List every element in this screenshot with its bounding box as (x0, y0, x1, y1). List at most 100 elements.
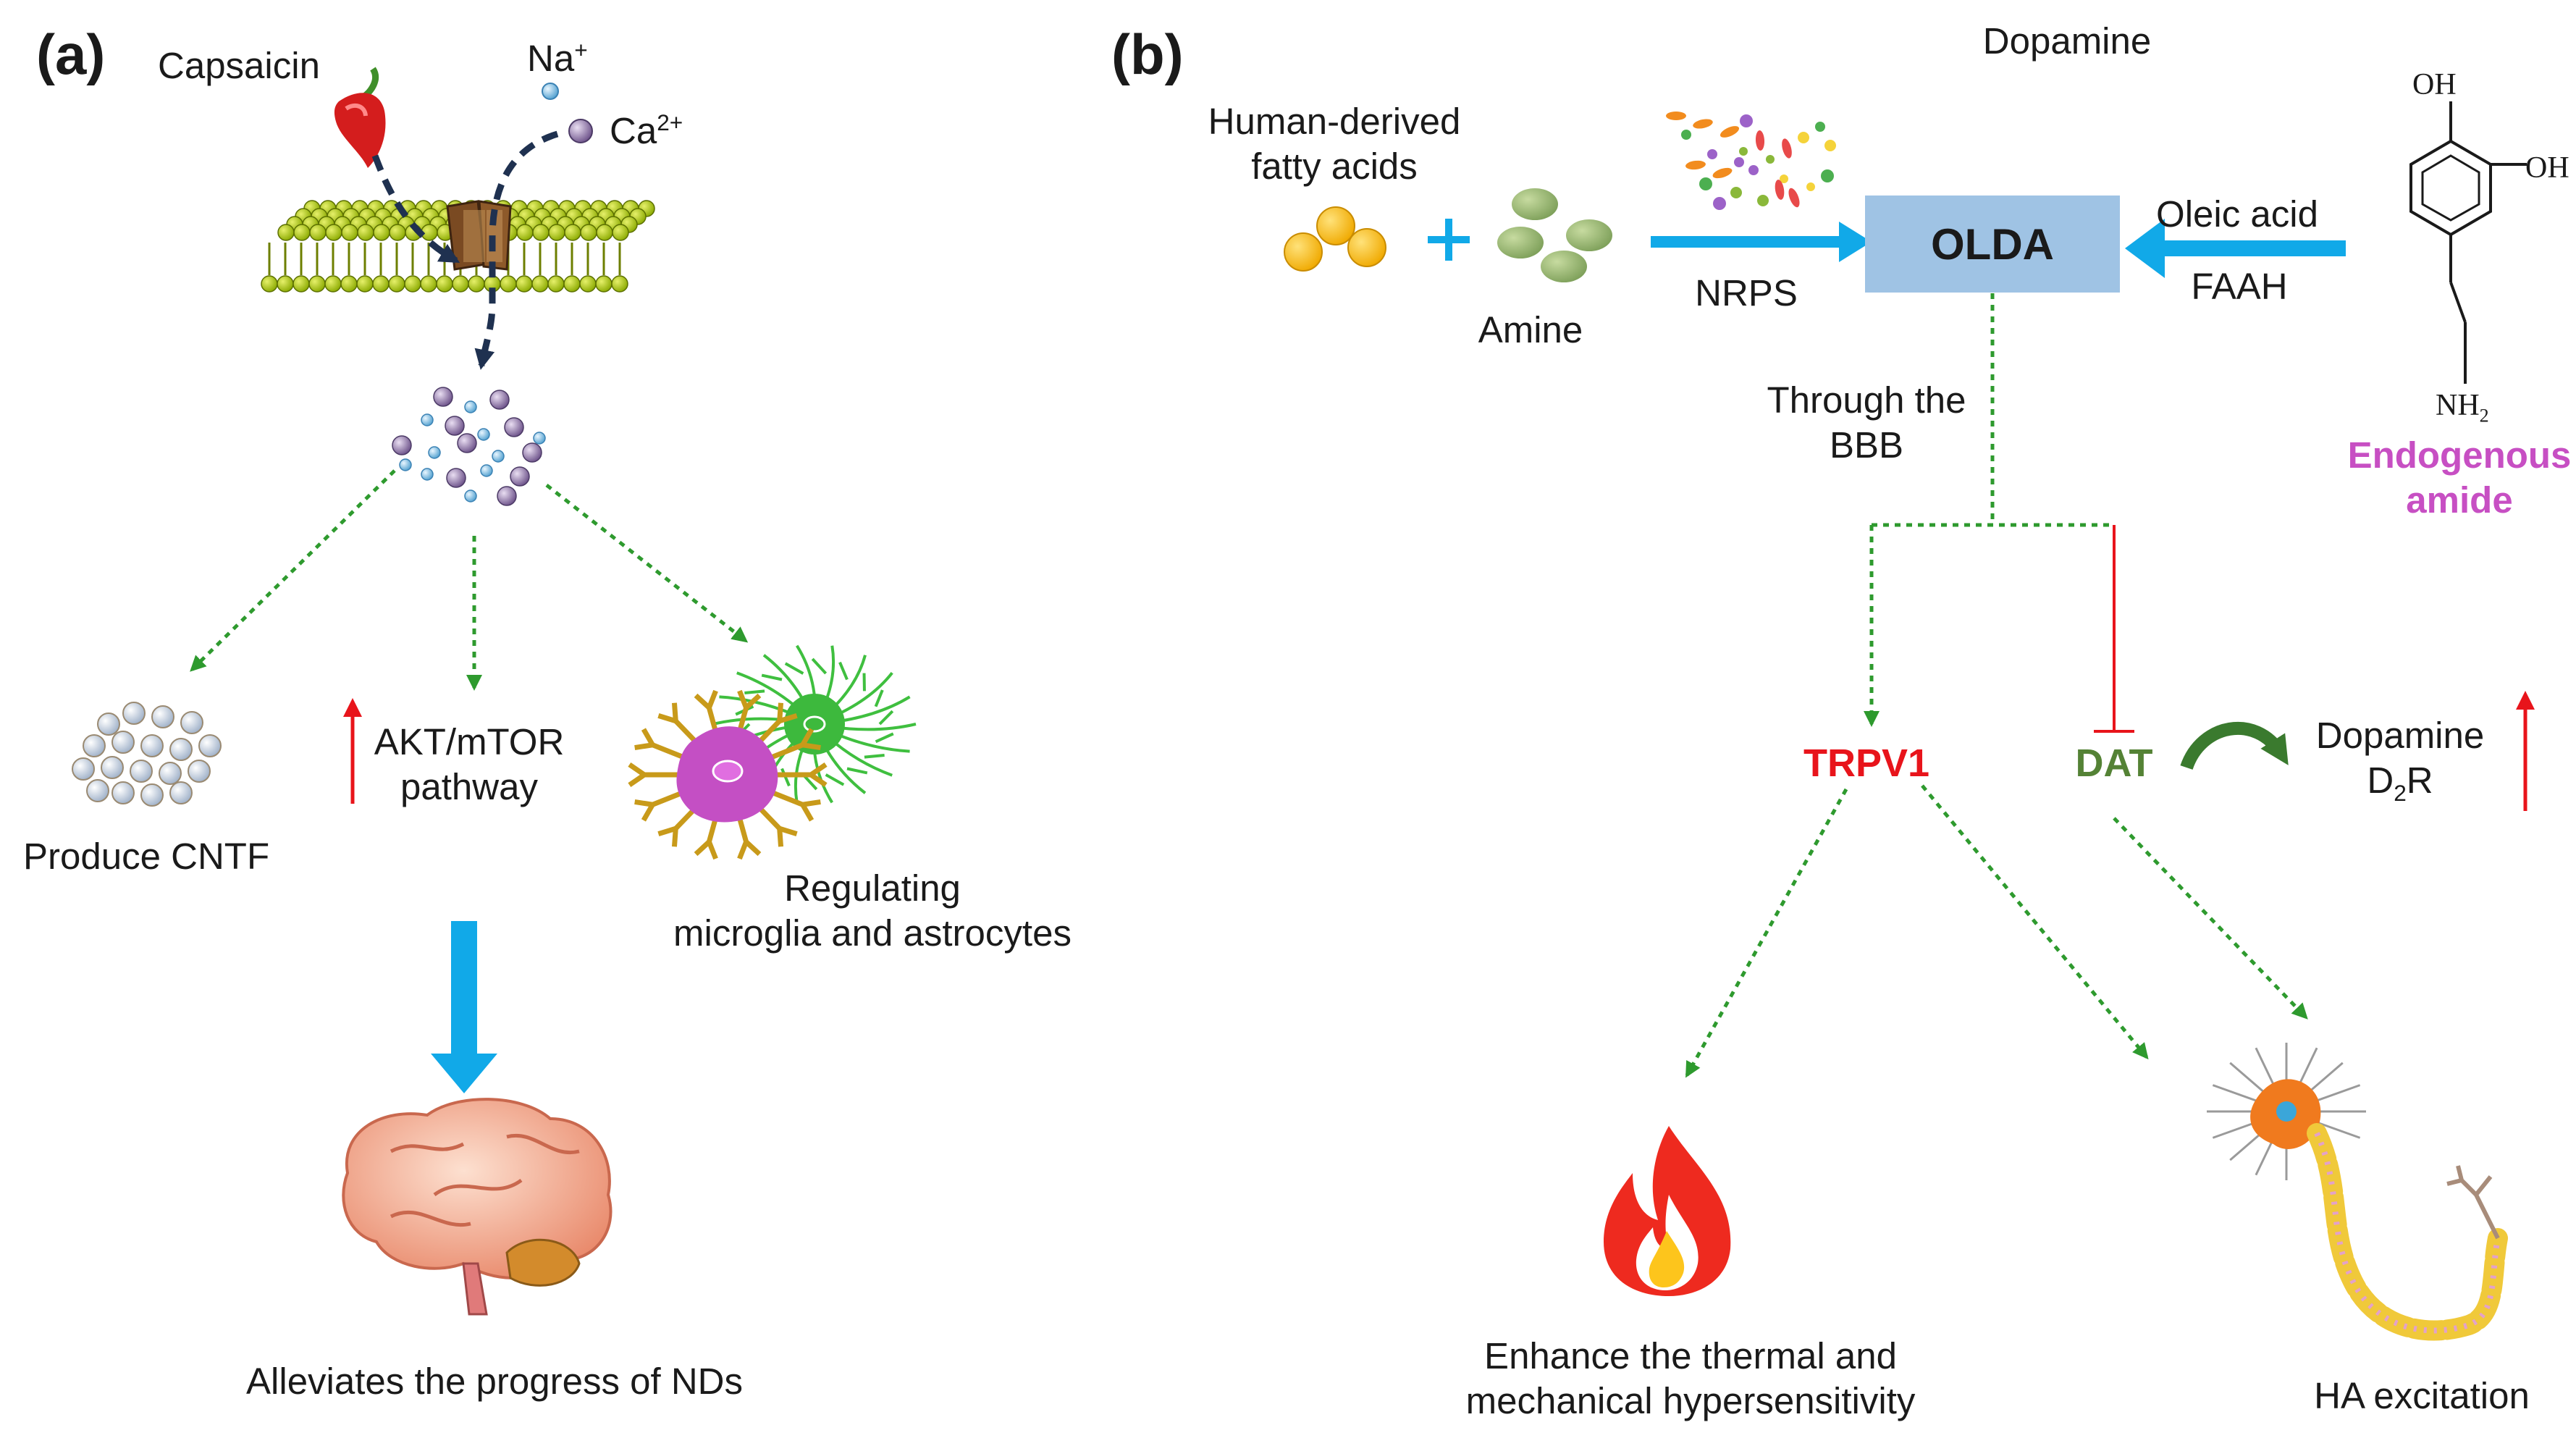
lipid-head (500, 275, 517, 293)
lipid-head (516, 224, 534, 241)
d2r-r: R (2406, 760, 2433, 802)
microglia-branch (641, 803, 655, 822)
ion-influx-arrows (371, 130, 559, 370)
microglia-branch (671, 702, 678, 721)
microbe (1815, 122, 1825, 132)
astrocyte-branch (838, 661, 849, 681)
cntf-granule (83, 734, 106, 757)
astrocyte-branch (846, 767, 868, 775)
glia-label: Regulating microglia and astrocytes (673, 866, 1072, 956)
lipid-head (468, 275, 485, 293)
panel-a-label: (a) (36, 22, 106, 86)
cntf-granule (159, 762, 182, 785)
amine-blobs-icon (1497, 188, 1612, 282)
calcium-symbol: Ca (610, 110, 657, 151)
capsaicin-label: Capsaicin (158, 45, 320, 86)
microbe (1740, 114, 1753, 127)
nh2-label: NH2 (2436, 387, 2489, 427)
endogenous-amide-label: Endogenous amide (2348, 433, 2572, 523)
oh-label-2: OH (2525, 151, 2569, 185)
calcium-ion (489, 390, 510, 410)
microbe (1748, 165, 1759, 175)
microbe (1766, 155, 1775, 164)
lipid-head (404, 275, 421, 293)
cntf-granule (140, 734, 164, 757)
fatty-acids-label: Human-derived fatty acids (1208, 99, 1461, 189)
akt-label: AKT/mTOR pathway (374, 720, 565, 810)
lipid-head (452, 275, 469, 293)
ion-cluster (392, 387, 546, 506)
akt-line-1: AKT/mTOR (374, 721, 565, 762)
cntf-label: Produce CNTF (23, 836, 270, 877)
thermal-label: Enhance the thermal and mechanical hyper… (1466, 1334, 1916, 1424)
calcium-ion (504, 417, 524, 437)
d2r-label: Dopamine D2R (2316, 713, 2484, 807)
microbe (1699, 177, 1712, 190)
brain-icon (342, 1098, 613, 1316)
sodium-ion (399, 458, 412, 471)
calcium-ion (510, 466, 530, 487)
cntf-granule (101, 756, 124, 779)
fire-icon (1604, 1126, 1731, 1296)
lipid-head (436, 275, 453, 293)
microbe (1775, 180, 1785, 200)
lipid-head (261, 275, 278, 293)
microbe (1707, 149, 1717, 159)
microglia-branch (777, 828, 784, 847)
nh2-subscript: 2 (2479, 405, 2489, 426)
astrocyte-branch (761, 673, 783, 681)
faah-arrow (2125, 219, 2346, 278)
olda-label: OLDA (1931, 219, 2054, 269)
signal-arrows-a (190, 469, 749, 691)
microbes-icon (1666, 112, 1836, 210)
sodium-symbol: Na (527, 38, 575, 79)
cntf-granule (97, 713, 120, 736)
microglia-branch (778, 713, 798, 724)
cntf-granule (122, 702, 146, 725)
calcium-ion (457, 433, 477, 453)
faah-label: FAAH (2191, 266, 2288, 307)
glia-cells-icon (628, 644, 917, 860)
dat-curved-arrow (2180, 722, 2289, 770)
nrps-label: NRPS (1695, 272, 1798, 314)
cntf-granule (169, 738, 193, 761)
endo-line-2: amide (2406, 479, 2513, 521)
microglia-branch (707, 841, 718, 860)
nh2-symbol: NH (2436, 389, 2480, 422)
microglia-branch (707, 689, 718, 709)
d2r-line-2: D2R (2316, 758, 2484, 807)
lipid-head (388, 275, 405, 293)
sodium-ion (421, 413, 434, 426)
endo-line-1: Endogenous (2347, 434, 2572, 476)
microbe (1685, 160, 1706, 170)
microbe (1712, 167, 1733, 179)
oh-label-1: OH (2412, 68, 2457, 101)
lipid-head (389, 224, 406, 241)
lipid-head (532, 224, 550, 241)
microbe (1821, 169, 1834, 182)
lipid-head (579, 275, 597, 293)
amine-label: Amine (1478, 309, 1583, 350)
microbe (1798, 132, 1809, 143)
sodium-ion (533, 432, 546, 445)
microbe (1720, 126, 1740, 138)
sodium-charge: + (574, 37, 588, 63)
microbe (1713, 197, 1726, 210)
trpv1-label: TRPV1 (1803, 741, 1930, 785)
astrocyte-branch (825, 773, 845, 786)
astrocyte-branch (874, 689, 884, 707)
microglia-branch (809, 762, 828, 777)
microglia-branch (809, 773, 828, 788)
cntf-granule (169, 781, 193, 804)
microbe (1755, 130, 1765, 151)
microglia-branch (744, 840, 762, 857)
calcium-charge: 2+ (657, 109, 683, 135)
fatty-line-1: Human-derived (1208, 101, 1461, 142)
dat-label: DAT (2075, 741, 2153, 785)
calcium-label: Ca2+ (610, 109, 683, 154)
lipid-head (292, 275, 310, 293)
astrocyte-branch (811, 657, 828, 675)
outcome-label: Alleviates the progress of NDs (246, 1361, 743, 1402)
sodium-ion (428, 446, 441, 459)
calcium-ion (392, 435, 412, 455)
